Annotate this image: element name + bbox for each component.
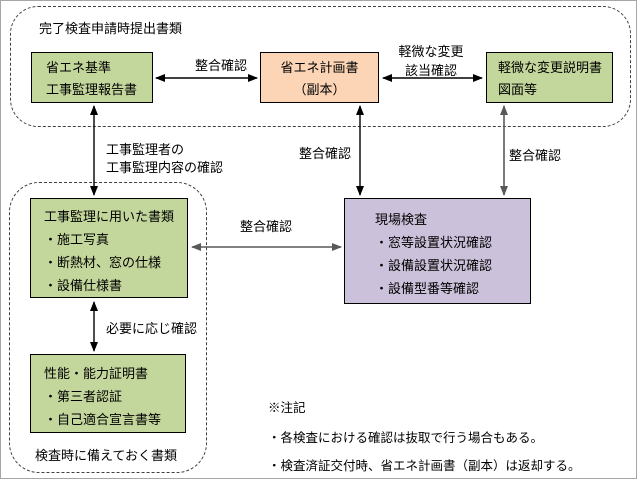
box-bullet: ・第三者認証	[44, 389, 123, 404]
box-title: 工事監理に用いた書類	[44, 209, 175, 224]
consistency-check-label-docs-site: 整合確認	[239, 219, 292, 234]
box-line: 省エネ計画書	[280, 60, 359, 75]
supervision-documents-box: 工事監理に用いた書類 ・施工写真 ・断熱材、窓の仕様 ・設備仕様書	[30, 198, 188, 298]
consistency-check-label-minor-site: 整合確認	[509, 148, 562, 163]
consistency-check-label-plan-site: 整合確認	[299, 146, 352, 161]
box-title: 現場検査	[375, 212, 428, 227]
consistency-check-label-top: 整合確認	[194, 58, 247, 73]
energy-standard-supervision-report-box: 省エネ基準 工事監理報告書	[31, 52, 153, 103]
note-item: ・各検査における確認は抜取で行う場合もある。	[268, 431, 544, 445]
box-line: （副本）	[293, 82, 346, 97]
supervision-content-check-label: 工事監理者の 工事監理内容の確認	[106, 142, 224, 175]
submitted-documents-group: 完了検査申請時提出書類	[10, 6, 631, 127]
performance-certificate-box: 性能・能力証明書 ・第三者認証 ・自己適合宣言書等	[30, 354, 186, 433]
notes-title: ※注記	[268, 401, 306, 415]
box-bullet: ・設備型番等確認	[375, 281, 480, 296]
minor-change-explanation-box: 軽微な変更説明書 図面等	[486, 52, 613, 103]
box-bullet: ・設備設置状況確認	[375, 258, 493, 273]
note-item: ・検査済証交付時、省エネ計画書（副本）は返却する。	[268, 459, 581, 473]
energy-plan-duplicate-box: 省エネ計画書 （副本）	[260, 52, 379, 103]
box-line: 図面等	[498, 82, 538, 97]
box-bullet: ・断熱材、窓の仕様	[44, 255, 162, 270]
notes-block: ※注記 ・各検査における確認は抜取で行う場合もある。 ・検査済証交付時、省エネ計…	[268, 397, 581, 478]
box-bullet: ・設備仕様書	[44, 278, 123, 293]
box-bullet: ・窓等設置状況確認	[375, 235, 493, 250]
submitted-documents-group-label: 完了検査申請時提出書類	[39, 21, 183, 36]
check-as-needed-label: 必要に応じ確認	[106, 321, 198, 336]
box-line: 工事監理報告書	[46, 82, 138, 97]
box-bullet: ・施工写真	[44, 232, 110, 247]
prepared-documents-group-label: 検査時に備えておく書類	[35, 448, 177, 463]
box-title: 性能・能力証明書	[44, 366, 149, 381]
prepared-documents-group: 検査時に備えておく書類	[9, 182, 207, 473]
box-line: 省エネ基準	[46, 60, 112, 75]
site-inspection-box: 現場検査 ・窓等設置状況確認 ・設備設置状況確認 ・設備型番等確認	[344, 198, 531, 304]
minor-change-applicability-label: 軽微な変更 該当確認	[398, 44, 464, 78]
box-line: 軽微な変更説明書	[498, 60, 603, 75]
box-bullet: ・自己適合宣言書等	[44, 412, 162, 427]
